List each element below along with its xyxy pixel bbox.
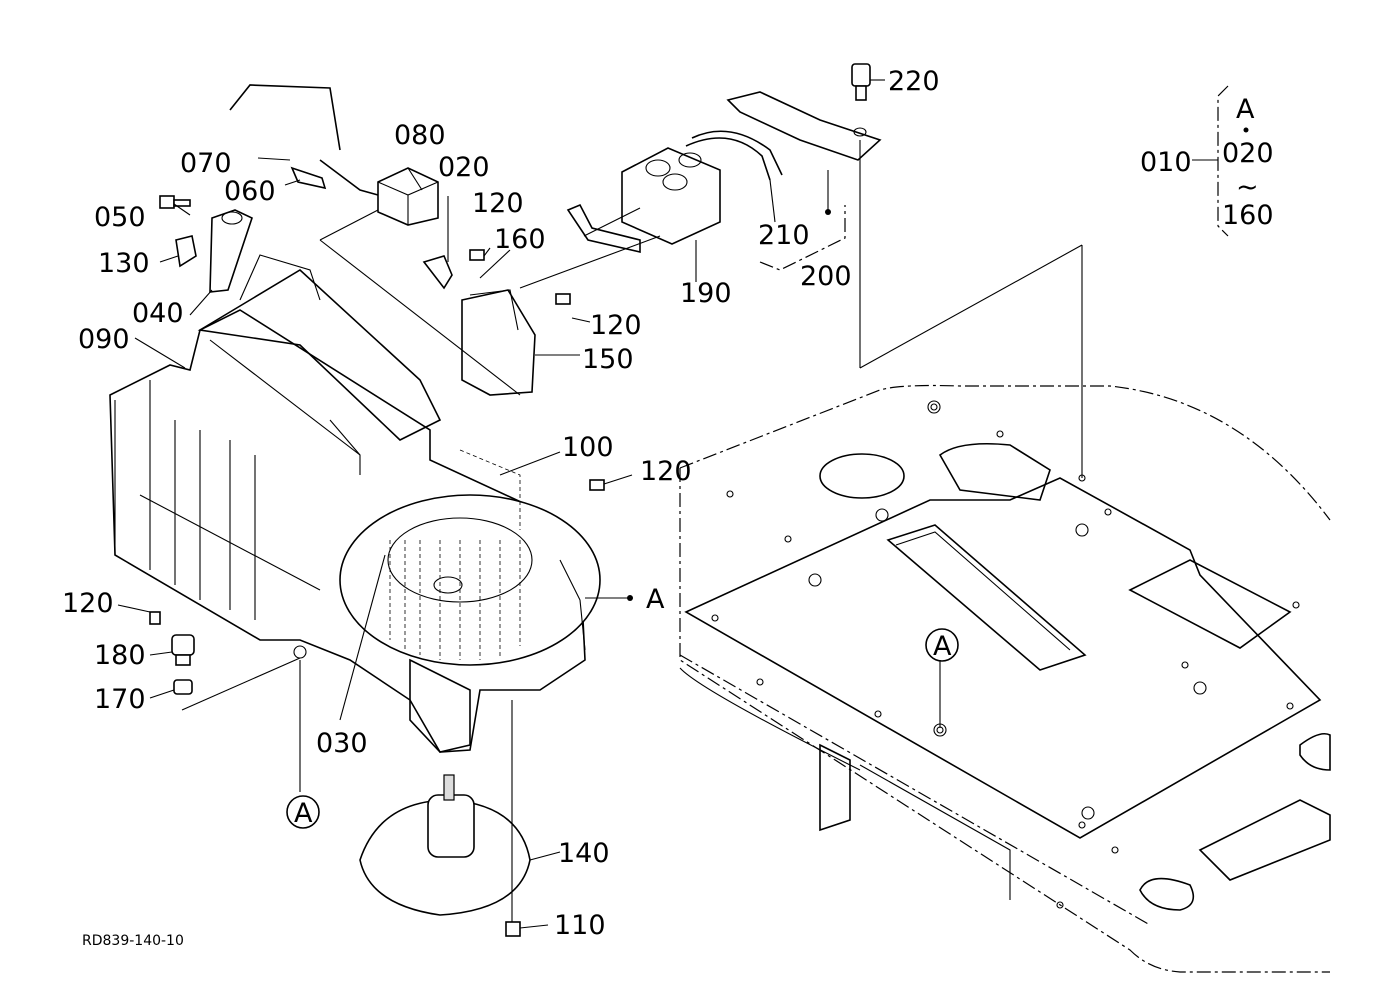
callout-010: 010 — [1140, 147, 1192, 178]
callout-030: 030 — [316, 728, 368, 759]
thermostat-housing — [209, 209, 253, 293]
relay — [377, 167, 439, 226]
callout-150: 150 — [582, 344, 634, 375]
reference-label-housing: A — [294, 798, 313, 829]
reference-circle-housing — [286, 795, 320, 829]
callout-220: 220 — [888, 66, 940, 97]
callout-060: 060 — [224, 176, 276, 207]
callout-120-left: 120 — [62, 588, 114, 619]
callout-050: 050 — [94, 202, 146, 233]
callout-190: 190 — [680, 278, 732, 309]
bracket-middle-label: 020 — [1222, 138, 1274, 169]
hose-210 — [685, 130, 783, 181]
callout-130: 130 — [98, 248, 150, 279]
reference-markers: A A A — [286, 584, 959, 829]
blower-motor — [359, 774, 531, 916]
reference-circle-plate — [925, 628, 959, 662]
bolt-220 — [851, 63, 871, 101]
blower-housing — [109, 254, 601, 753]
reference-label-outlet: A — [646, 584, 665, 615]
thermo-sensor — [229, 84, 379, 196]
leader-lines — [117, 79, 1218, 929]
reference-label-plate: A — [933, 631, 952, 662]
callout-120-mid: 120 — [640, 456, 692, 487]
resistor — [461, 289, 536, 396]
callout-090: 090 — [78, 324, 130, 355]
plate-200 — [726, 91, 882, 161]
group-bracket: A 020 ~ 160 — [1217, 85, 1274, 237]
drawing-code: RD839-140-10 — [82, 933, 184, 949]
callout-120-right: 120 — [590, 310, 642, 341]
floor-plate — [679, 384, 1331, 973]
callout-020: 020 — [438, 152, 490, 183]
callout-160: 160 — [494, 224, 546, 255]
callout-110: 110 — [554, 910, 606, 941]
callout-200: 200 — [800, 261, 852, 292]
callout-070: 070 — [180, 148, 232, 179]
bolt-050 — [159, 195, 191, 209]
callouts: 220 010 210 200 190 080 020 120 160 070 … — [62, 66, 1192, 941]
bracket-020 — [422, 255, 453, 290]
screws — [149, 249, 605, 937]
callout-140: 140 — [558, 838, 610, 869]
bracket-top-label: A — [1236, 94, 1255, 125]
bracket-bottom-label: 160 — [1222, 200, 1274, 231]
callout-040: 040 — [132, 298, 184, 329]
callout-210: 210 — [758, 220, 810, 251]
clip-130 — [175, 235, 197, 268]
callout-170: 170 — [94, 684, 146, 715]
callout-080: 080 — [394, 120, 446, 151]
callout-120-top: 120 — [472, 188, 524, 219]
duct-190 — [566, 147, 721, 254]
callout-100: 100 — [562, 432, 614, 463]
bracket-range-mark: ~ — [1236, 172, 1259, 203]
callout-180: 180 — [94, 640, 146, 671]
